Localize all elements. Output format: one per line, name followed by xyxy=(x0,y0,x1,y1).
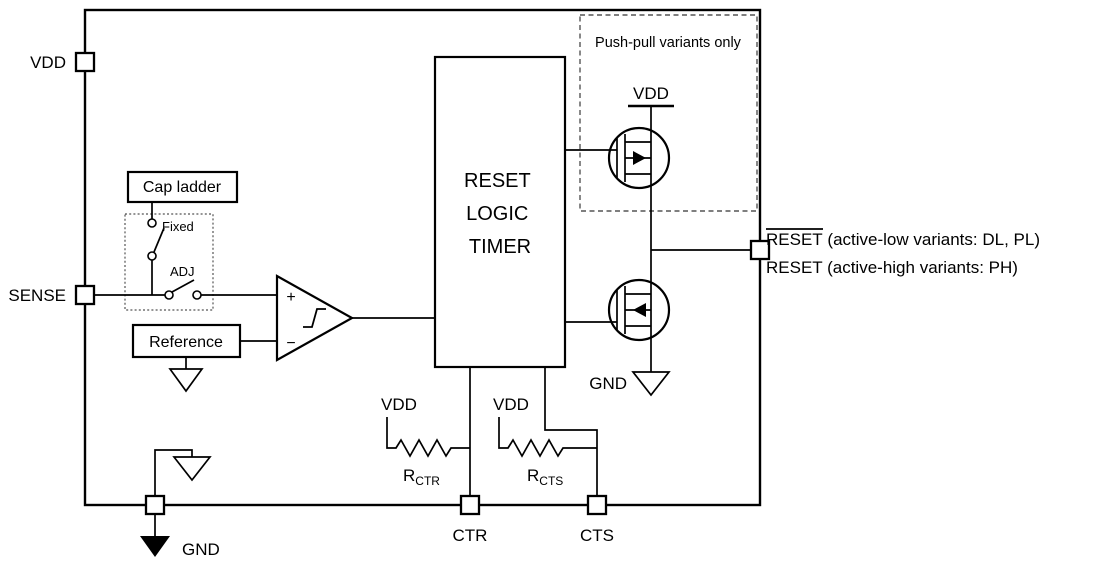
reset-label-line1: RESET (active-low variants: DL, PL) xyxy=(766,230,1040,249)
reset-word: RESET xyxy=(766,230,823,249)
push-pull-label: Push-pull variants only xyxy=(595,35,742,51)
reset-label-line2: RESET (active-high variants: PH) xyxy=(766,258,1018,277)
ctr-pin xyxy=(459,494,481,516)
rctr-r: R xyxy=(403,466,415,485)
ctr-pin-label: CTR xyxy=(453,526,488,545)
vdd-pin xyxy=(74,51,96,73)
reference-box xyxy=(131,323,242,359)
reset-line1-rest: (active-low variants: DL, PL) xyxy=(823,230,1040,249)
internal-gnd-wire xyxy=(154,449,193,496)
internal-gnd-icon xyxy=(172,456,212,482)
gnd-symbol-icon xyxy=(140,536,170,557)
timer-line-2: LOGIC xyxy=(466,203,528,225)
comparator-minus-label: − xyxy=(286,335,295,352)
timer-line-3: TIMER xyxy=(469,236,531,258)
adj-switch-contact-right xyxy=(192,290,202,300)
rcts-r: R xyxy=(527,466,539,485)
rcts-label: RCTS xyxy=(527,466,563,488)
reference-label: Reference xyxy=(149,334,223,351)
reset-logic-timer-label: RESET LOGIC TIMER xyxy=(464,170,536,258)
reset-logic-timer-box xyxy=(433,55,567,369)
gnd-pin-label: GND xyxy=(182,540,220,559)
timer-line-1: RESET xyxy=(464,170,530,192)
pmos-arrow-icon xyxy=(633,151,646,165)
fixed-switch-contact-bottom xyxy=(147,251,157,261)
comparator-plus-label: + xyxy=(286,289,295,306)
pushpull-vdd-label: VDD xyxy=(633,84,669,103)
gnd-pin xyxy=(144,494,166,516)
cap-ladder-label: Cap ladder xyxy=(143,179,222,196)
adj-switch-contact-left xyxy=(164,290,174,300)
sense-pin-label: SENSE xyxy=(8,286,66,305)
pmos-internals xyxy=(616,134,651,182)
switch-dotted-box xyxy=(124,213,214,311)
fixed-switch-arm xyxy=(153,227,165,253)
fixed-switch-contact-top xyxy=(147,218,157,228)
pushpull-gnd-icon xyxy=(631,371,671,397)
cts-pin xyxy=(586,494,608,516)
cap-ladder-box xyxy=(126,170,239,204)
push-pull-box xyxy=(579,14,758,212)
vdd-pin-label: VDD xyxy=(30,53,66,72)
rcts-sub: CTS xyxy=(539,474,563,488)
rctr-sub: CTR xyxy=(415,474,440,488)
nmos-internals xyxy=(616,286,651,334)
reference-gnd-icon xyxy=(168,368,204,393)
rcts-resistor xyxy=(498,417,597,458)
pushpull-gnd-label: GND xyxy=(589,374,627,393)
fixed-switch-label: Fixed xyxy=(162,219,194,234)
sense-pin xyxy=(74,284,96,306)
rcts-vdd-label: VDD xyxy=(493,395,529,414)
rctr-resistor xyxy=(386,417,470,458)
nmos-arrow-icon xyxy=(633,303,646,317)
rctr-label: RCTR xyxy=(403,466,440,488)
cts-wire xyxy=(544,367,598,496)
adj-switch-arm xyxy=(171,279,195,293)
rctr-vdd-label: VDD xyxy=(381,395,417,414)
cts-pin-label: CTS xyxy=(580,526,614,545)
adj-switch-label: ADJ xyxy=(170,264,195,279)
reset-pin xyxy=(749,239,771,261)
hysteresis-icon xyxy=(303,308,326,328)
